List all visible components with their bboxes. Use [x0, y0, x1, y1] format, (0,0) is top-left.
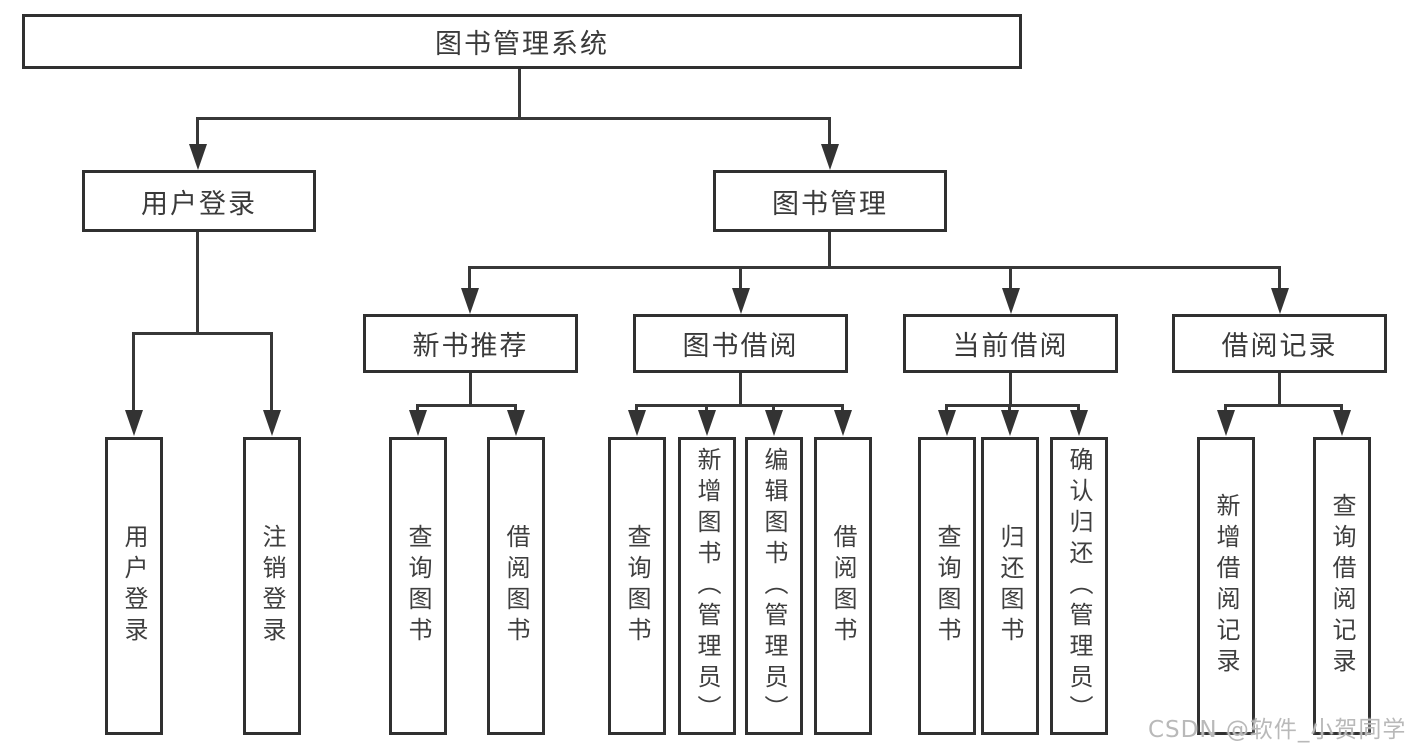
arrowhead-down-icon: [507, 410, 525, 436]
connector-book-mgmt-bar: [468, 266, 1281, 269]
arrowhead-down-icon: [1333, 410, 1351, 436]
node-book-management: 图书管理: [713, 170, 947, 232]
node-user-login: 用户登录: [82, 170, 316, 232]
arrowhead-down-icon: [125, 410, 143, 436]
connector-stem: [132, 332, 135, 412]
node-label: 查询图书: [623, 524, 651, 648]
connector-cb-bar: [945, 404, 1080, 407]
arrowhead-down-icon: [938, 410, 956, 436]
node-label: 编辑图书（管理员）: [760, 446, 788, 726]
connector-cb-stem: [1009, 373, 1012, 406]
connector-nbr-bar: [416, 404, 517, 407]
node-label: 用户登录: [120, 524, 148, 648]
arrowhead-down-icon: [409, 410, 427, 436]
node-label: 归还图书: [996, 524, 1024, 648]
connector-stem: [1224, 404, 1227, 412]
connector-stem: [1340, 404, 1343, 412]
node-label: 图书借阅: [682, 331, 799, 362]
leaf-nbr-query-books: 查询图书: [389, 437, 447, 735]
arrowhead-down-icon: [1271, 288, 1289, 314]
node-label: 新增图书（管理员）: [693, 446, 721, 726]
leaf-br-add-record: 新增借阅记录: [1197, 437, 1255, 735]
connector-bb-stem: [739, 373, 742, 406]
connector-stem: [270, 332, 273, 412]
node-label: 借阅图书: [502, 524, 530, 648]
connector-nbr-stem: [469, 373, 472, 406]
leaf-cb-return-books: 归还图书: [981, 437, 1039, 735]
node-label: 新书推荐: [412, 331, 529, 362]
node-new-book-recommend: 新书推荐: [363, 314, 578, 373]
arrowhead-down-icon: [1001, 410, 1019, 436]
leaf-cb-query-books: 查询图书: [918, 437, 976, 735]
connector-root-stem: [518, 69, 521, 117]
connector-stem: [705, 404, 708, 412]
connector-stem: [945, 404, 948, 412]
connector-stem: [196, 117, 199, 148]
node-label: 用户登录: [141, 188, 257, 220]
connector-stem: [739, 266, 742, 290]
arrowhead-down-icon: [821, 144, 839, 170]
node-label: 图书管理: [772, 188, 888, 220]
arrowhead-down-icon: [1217, 410, 1235, 436]
node-borrowing-records: 借阅记录: [1172, 314, 1387, 373]
leaf-user-login: 用户登录: [105, 437, 163, 735]
node-label: 新增借阅记录: [1212, 493, 1240, 679]
connector-stem: [1278, 266, 1281, 290]
leaf-bb-edit-books-admin: 编辑图书（管理员）: [745, 437, 803, 735]
node-label: 确认归还（管理员）: [1065, 446, 1093, 726]
connector-stem: [468, 266, 471, 290]
arrowhead-down-icon: [189, 144, 207, 170]
leaf-bb-add-books-admin: 新增图书（管理员）: [678, 437, 736, 735]
node-label: 借阅图书: [829, 524, 857, 648]
connector-stem: [828, 117, 831, 148]
arrowhead-down-icon: [461, 288, 479, 314]
connector-br-bar: [1224, 404, 1343, 407]
connector-bb-bar: [635, 404, 843, 407]
node-label: 查询图书: [404, 524, 432, 648]
connector-user-login-stem: [196, 232, 199, 334]
arrowhead-down-icon: [628, 410, 646, 436]
connector-stem: [416, 404, 419, 412]
connector-stem: [1077, 404, 1080, 412]
node-book-borrowing: 图书借阅: [633, 314, 848, 373]
node-library-management-system: 图书管理系统: [22, 14, 1022, 69]
node-label: 查询图书: [933, 524, 961, 648]
arrowhead-down-icon: [732, 288, 750, 314]
connector-stem: [1009, 266, 1012, 290]
node-label: 当前借阅: [952, 331, 1069, 362]
connector-stem: [635, 404, 638, 412]
node-label: 图书管理系统: [435, 29, 609, 60]
csdn-watermark: CSDN @软件_小贺同学: [1148, 717, 1405, 743]
arrowhead-down-icon: [834, 410, 852, 436]
leaf-cb-confirm-return-admin: 确认归还（管理员）: [1050, 437, 1108, 735]
leaf-bb-borrow-books: 借阅图书: [814, 437, 872, 735]
connector-stem: [772, 404, 775, 412]
node-current-borrowing: 当前借阅: [903, 314, 1118, 373]
leaf-logout-login: 注销登录: [243, 437, 301, 735]
connector-root-bar: [196, 117, 831, 120]
node-label: 借阅记录: [1221, 331, 1338, 362]
arrowhead-down-icon: [263, 410, 281, 436]
connector-br-stem: [1278, 373, 1281, 406]
connector-stem: [841, 404, 844, 412]
leaf-bb-query-books: 查询图书: [608, 437, 666, 735]
connector-user-login-bar: [132, 332, 272, 335]
connector-book-mgmt-stem: [828, 232, 831, 268]
connector-stem: [1008, 404, 1011, 412]
arrowhead-down-icon: [1070, 410, 1088, 436]
node-label: 查询借阅记录: [1328, 493, 1356, 679]
node-label: 注销登录: [258, 524, 286, 648]
leaf-nbr-borrow-books: 借阅图书: [487, 437, 545, 735]
connector-stem: [514, 404, 517, 412]
arrowhead-down-icon: [698, 410, 716, 436]
arrowhead-down-icon: [765, 410, 783, 436]
arrowhead-down-icon: [1002, 288, 1020, 314]
leaf-br-query-record: 查询借阅记录: [1313, 437, 1371, 735]
